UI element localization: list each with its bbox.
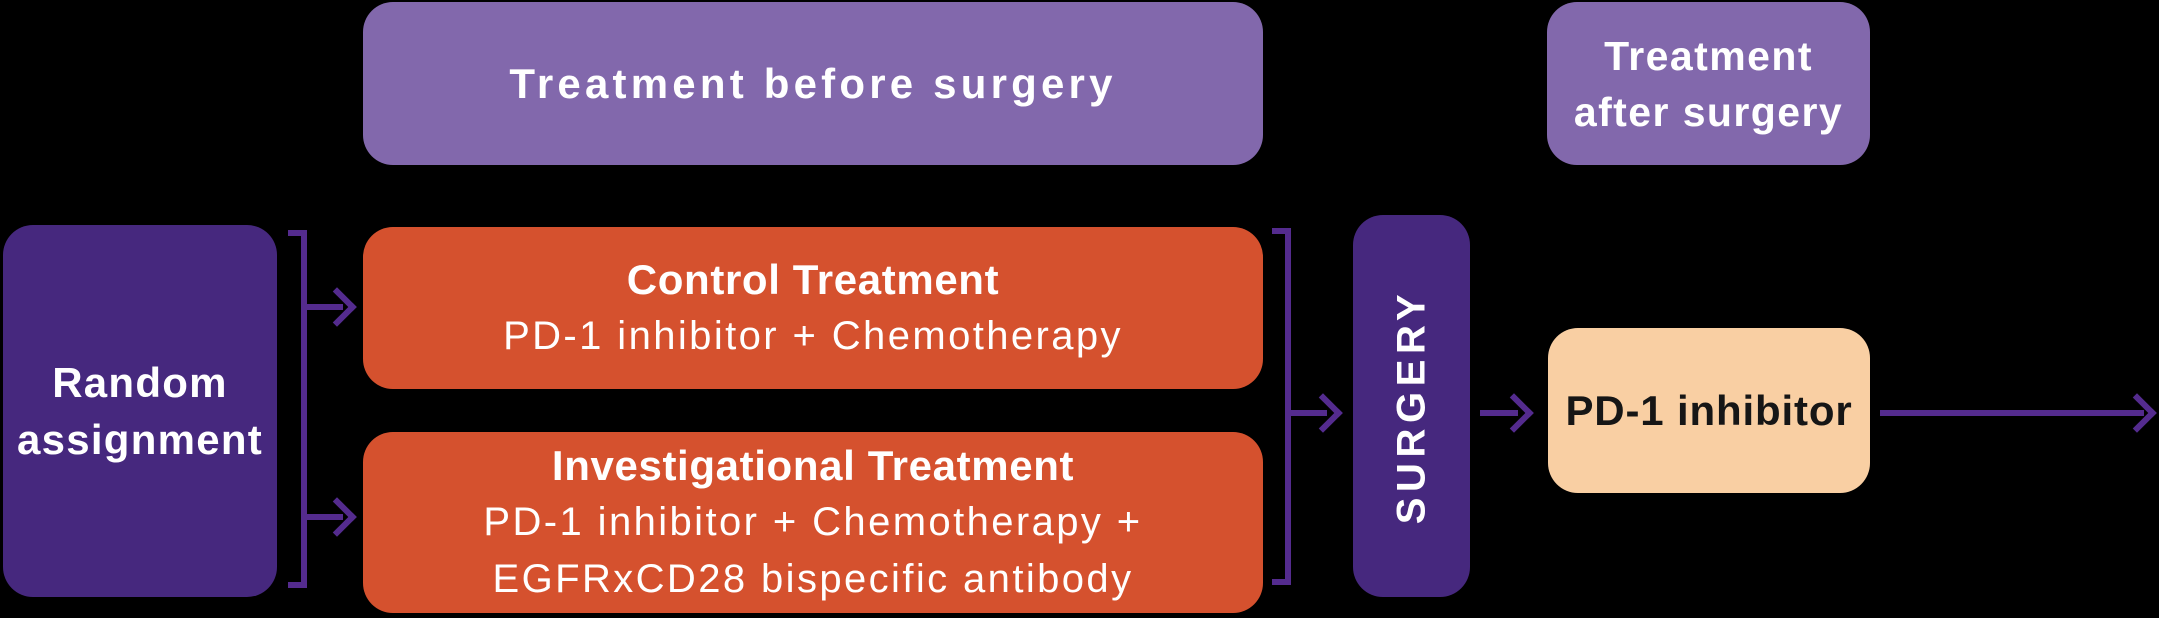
random-assignment-line2: assignment xyxy=(17,416,263,463)
header-before-label: Treatment before surgery xyxy=(509,59,1117,107)
random-assignment-line1: Random xyxy=(52,359,228,406)
surgery-label: SURGERY xyxy=(1389,288,1433,524)
header-treatment-after-surgery: Treatment after surgery xyxy=(1547,2,1870,165)
continuation-arrow-line xyxy=(1880,410,2144,416)
continuation-arrow-head-icon xyxy=(2117,393,2157,433)
arrow-to-surgery-line xyxy=(1290,410,1327,416)
pd1-inhibitor-box: PD-1 inhibitor xyxy=(1548,328,1870,493)
header-after-line2: after surgery xyxy=(1573,88,1844,135)
split-bracket xyxy=(288,230,307,588)
investigational-treatment-subtitle-line1: PD-1 inhibitor + Chemotherapy + xyxy=(483,500,1143,544)
arrow-to-investigational-line xyxy=(306,514,343,520)
arrow-to-surgery-head-icon xyxy=(1303,393,1343,433)
arrow-to-control-line xyxy=(306,304,343,310)
random-assignment-box: Random assignment xyxy=(3,225,277,597)
arrow-surgery-to-pd1-line xyxy=(1480,410,1518,416)
pd1-inhibitor-label: PD-1 inhibitor xyxy=(1565,386,1853,434)
arrow-to-investigational-head-icon xyxy=(317,497,357,537)
surgery-box: SURGERY xyxy=(1353,215,1470,597)
control-treatment-title: Control Treatment xyxy=(626,256,1000,303)
control-treatment-subtitle: PD-1 inhibitor + Chemotherapy xyxy=(503,314,1123,358)
header-after-line1: Treatment xyxy=(1604,32,1813,79)
control-treatment-box: Control Treatment PD-1 inhibitor + Chemo… xyxy=(363,227,1263,389)
arrow-surgery-to-pd1-head-icon xyxy=(1494,393,1534,433)
investigational-treatment-box: Investigational Treatment PD-1 inhibitor… xyxy=(363,432,1263,613)
merge-bracket xyxy=(1272,228,1291,585)
investigational-treatment-subtitle-line2: EGFRxCD28 bispecific antibody xyxy=(492,557,1134,601)
investigational-treatment-title: Investigational Treatment xyxy=(551,442,1075,489)
arrow-to-control-head-icon xyxy=(317,287,357,327)
header-treatment-before-surgery: Treatment before surgery xyxy=(363,2,1263,165)
